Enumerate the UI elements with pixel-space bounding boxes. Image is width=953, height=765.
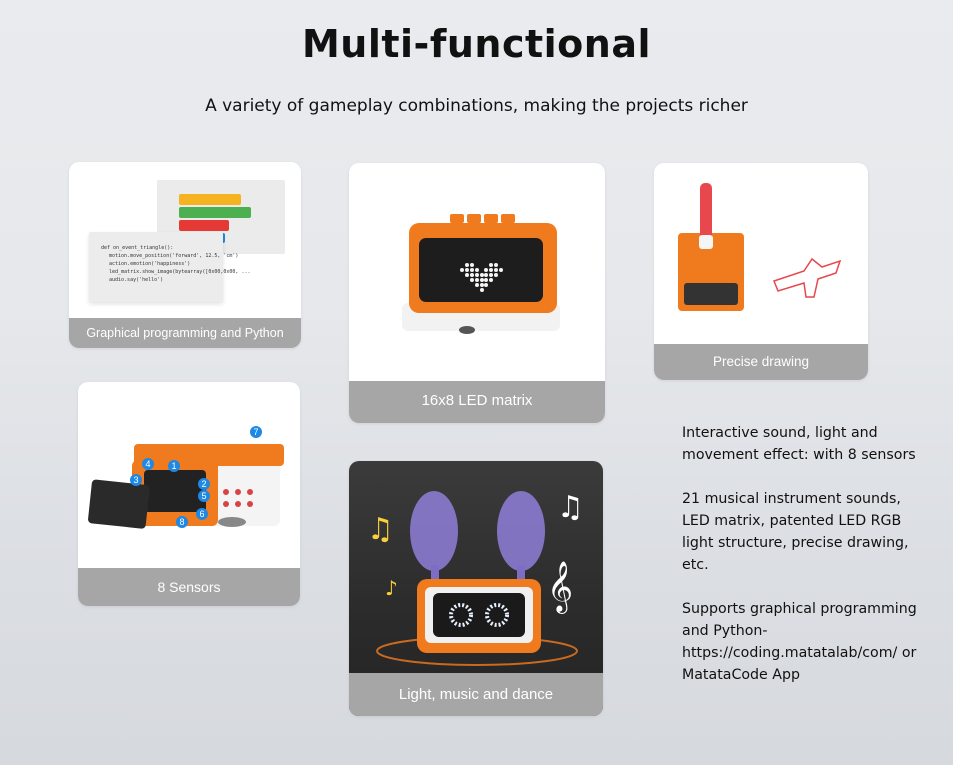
sensor-marker: 1	[168, 460, 180, 472]
code-line: audio.say('hello')	[109, 277, 164, 283]
sensor-marker: 8	[176, 516, 188, 528]
python-code-panel: def on_event_triangle(): motion.move_pos…	[89, 232, 251, 302]
dance-robot-image: ♫ ♪ ♫ 𝄞	[367, 490, 584, 666]
card-caption: 8 Sensors	[78, 568, 300, 606]
sensor-marker: 6	[196, 508, 208, 520]
page-subtitle: A variety of gameplay combinations, maki…	[205, 96, 748, 116]
sensor-marker: 5	[198, 490, 210, 502]
svg-text:𝄞: 𝄞	[547, 561, 573, 614]
feature-programming-text: Supports graphical programming and Pytho…	[682, 601, 917, 683]
sensor-marker: 7	[250, 426, 262, 438]
card-led-matrix: 16x8 LED matrix	[349, 163, 605, 423]
drawing-robot-image	[678, 183, 842, 311]
card-sensors: 1 2 3 4 5 6 7 8 8 Sensors	[78, 382, 300, 606]
card-drawing: Precise drawing	[654, 163, 868, 380]
card-caption: 16x8 LED matrix	[349, 381, 605, 423]
card-caption: Light, music and dance	[349, 673, 603, 716]
sensor-marker: 2	[198, 478, 210, 490]
card-programming: def on_event_triangle(): motion.move_pos…	[69, 162, 301, 348]
card-dance: ♫ ♪ ♫ 𝄞 Light, music and dance	[349, 461, 603, 716]
sensor-robot-image	[88, 444, 284, 529]
code-line: motion.move_position('forward', 12.5, 'c…	[109, 253, 239, 259]
code-line: led_matrix.show_image(bytearray([0x00,0x…	[109, 269, 251, 275]
card-caption: Graphical programming and Python	[69, 318, 301, 348]
code-line: action.emotion('happiness')	[109, 261, 191, 267]
svg-text:♫: ♫	[367, 512, 394, 547]
feature-sensors-text: Interactive sound, light and movement ef…	[682, 425, 916, 463]
svg-text:♫: ♫	[557, 490, 584, 525]
svg-text:♪: ♪	[385, 576, 398, 600]
card-caption: Precise drawing	[654, 344, 868, 380]
feature-sounds-text: 21 musical instrument sounds, LED matrix…	[682, 491, 909, 573]
page-title: Multi-functional	[301, 22, 652, 66]
sensor-marker: 3	[130, 474, 142, 486]
code-line: def on_event_triangle():	[101, 245, 174, 251]
robot-led-image	[402, 214, 560, 334]
feature-list: Interactive sound, light and movement ef…	[682, 422, 932, 686]
sensor-marker: 4	[142, 458, 154, 470]
